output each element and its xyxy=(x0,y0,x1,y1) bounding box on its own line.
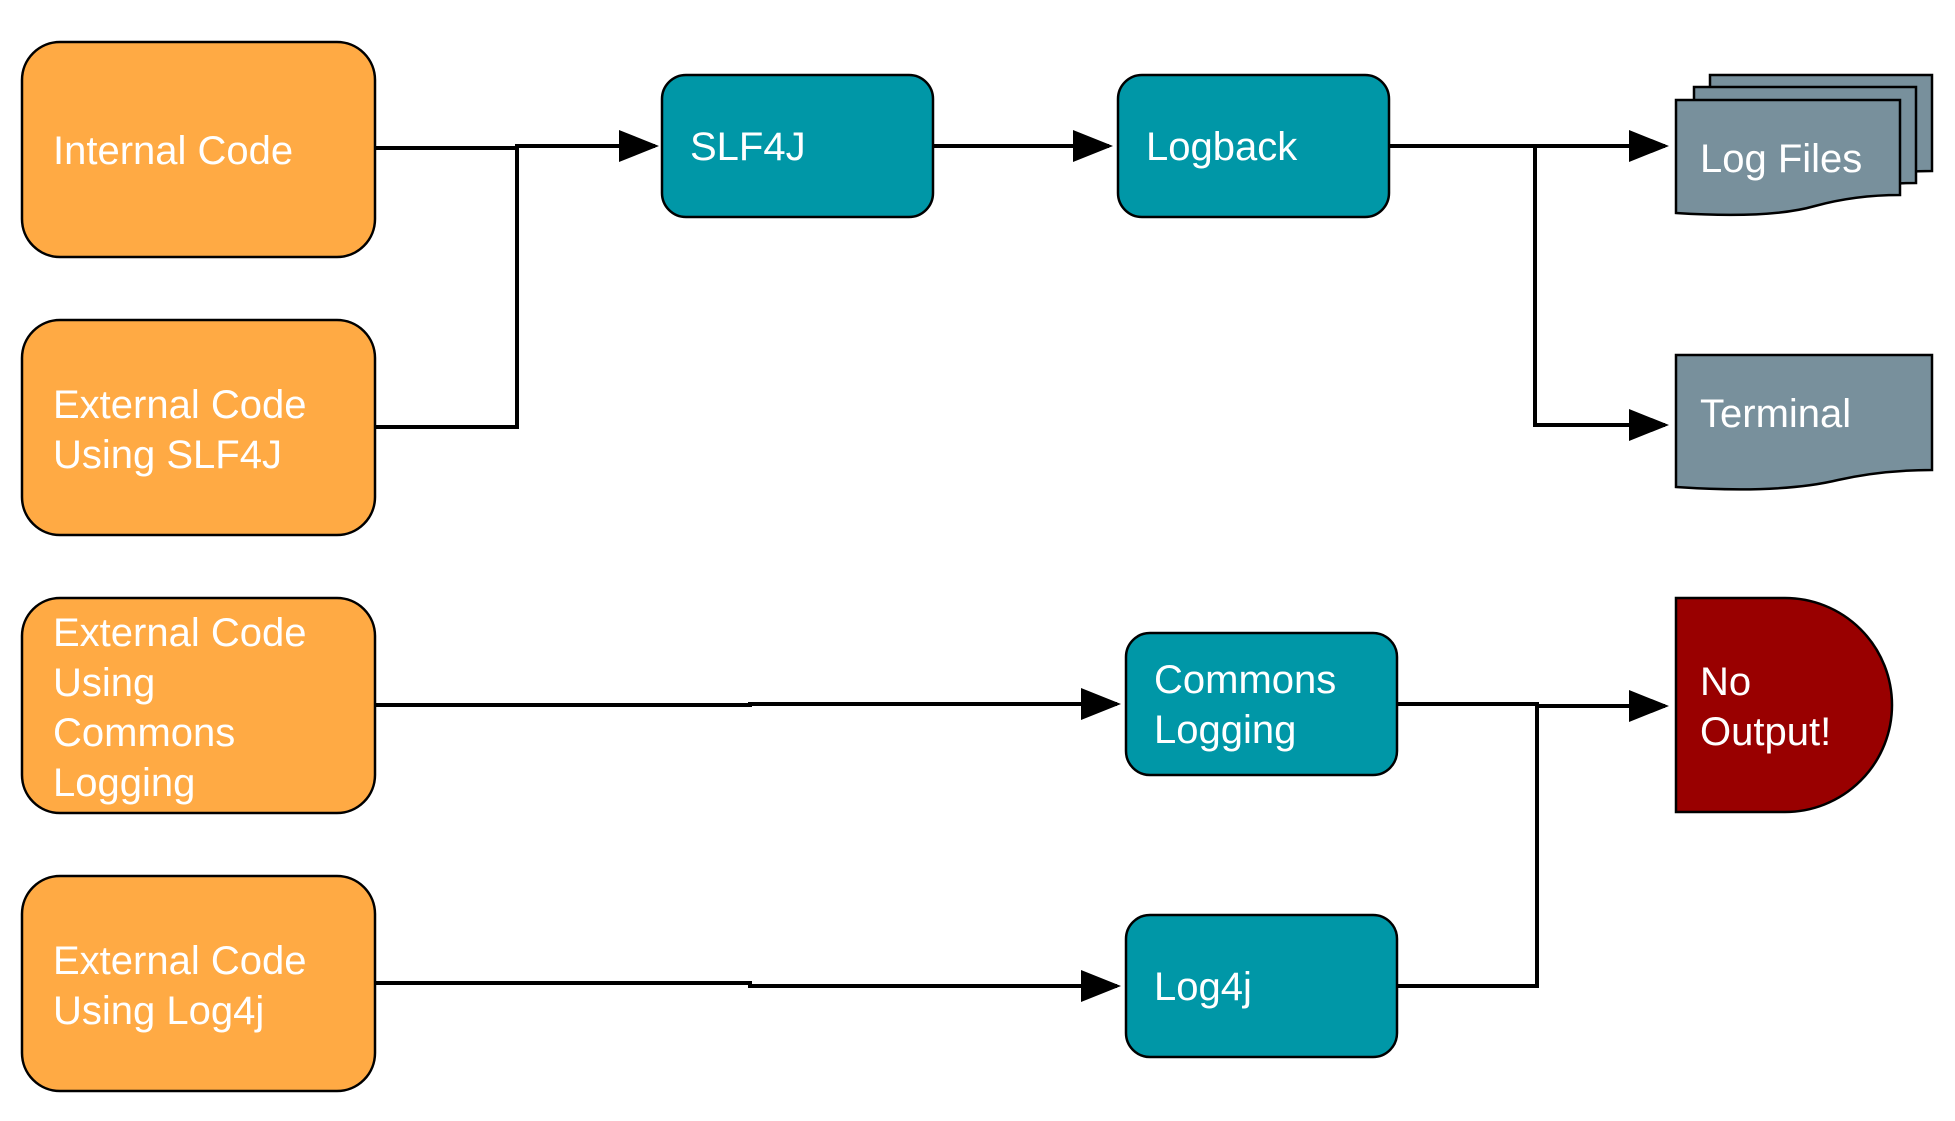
commons-logging-box xyxy=(1124,631,1399,777)
node-commons-logging: Commons Logging xyxy=(1124,631,1399,777)
log4j-box xyxy=(1124,913,1399,1059)
external-log4j-box xyxy=(20,874,377,1093)
log4j-label: Log4j xyxy=(1154,965,1252,1009)
edge-commons-logging-to-no-output xyxy=(1397,690,1669,722)
external-commons-box xyxy=(20,596,377,815)
no-output-shape xyxy=(1674,596,1894,814)
edge-external-slf4j-to-slf4j xyxy=(375,146,519,429)
logback-label: Logback xyxy=(1146,125,1298,169)
edge-logback-to-terminal xyxy=(1533,146,1669,441)
internal-code-box xyxy=(20,40,377,259)
external-log4j-label: External Code Using Log4j xyxy=(53,939,318,1033)
terminal-label: Terminal xyxy=(1700,392,1851,436)
edge-external-commons-to-commons-logging xyxy=(375,688,1121,720)
node-no-output: No Output! xyxy=(1674,596,1894,814)
edge-log4j-to-no-output xyxy=(1397,704,1539,988)
logback-box xyxy=(1116,73,1391,219)
edges xyxy=(375,130,1669,1002)
node-internal-code: Internal Code xyxy=(20,40,377,259)
node-log-files: Log Files xyxy=(1674,73,1934,217)
node-log4j: Log4j xyxy=(1124,913,1399,1059)
terminal-sheet xyxy=(1674,353,1934,491)
no-output-label: No Output! xyxy=(1700,660,1831,754)
external-commons-label: External Code Using Commons Logging xyxy=(53,611,318,805)
internal-code-label: Internal Code xyxy=(53,129,293,173)
external-slf4j-label: External Code Using SLF4J xyxy=(53,383,318,477)
node-external-slf4j: External Code Using SLF4J xyxy=(20,318,377,537)
node-external-log4j: External Code Using Log4j xyxy=(20,874,377,1093)
node-terminal: Terminal xyxy=(1674,353,1934,491)
node-external-commons: External Code Using Commons Logging xyxy=(20,596,377,815)
node-logback: Logback xyxy=(1116,73,1391,219)
commons-logging-label: Commons Logging xyxy=(1154,658,1347,752)
log-files-label: Log Files xyxy=(1700,137,1862,181)
slf4j-box xyxy=(660,73,935,219)
slf4j-label: SLF4J xyxy=(690,125,806,169)
log-files-front-sheet xyxy=(1674,98,1902,217)
external-slf4j-box xyxy=(20,318,377,537)
edge-external-log4j-to-log4j xyxy=(375,970,1121,1002)
node-slf4j: SLF4J xyxy=(660,73,935,219)
